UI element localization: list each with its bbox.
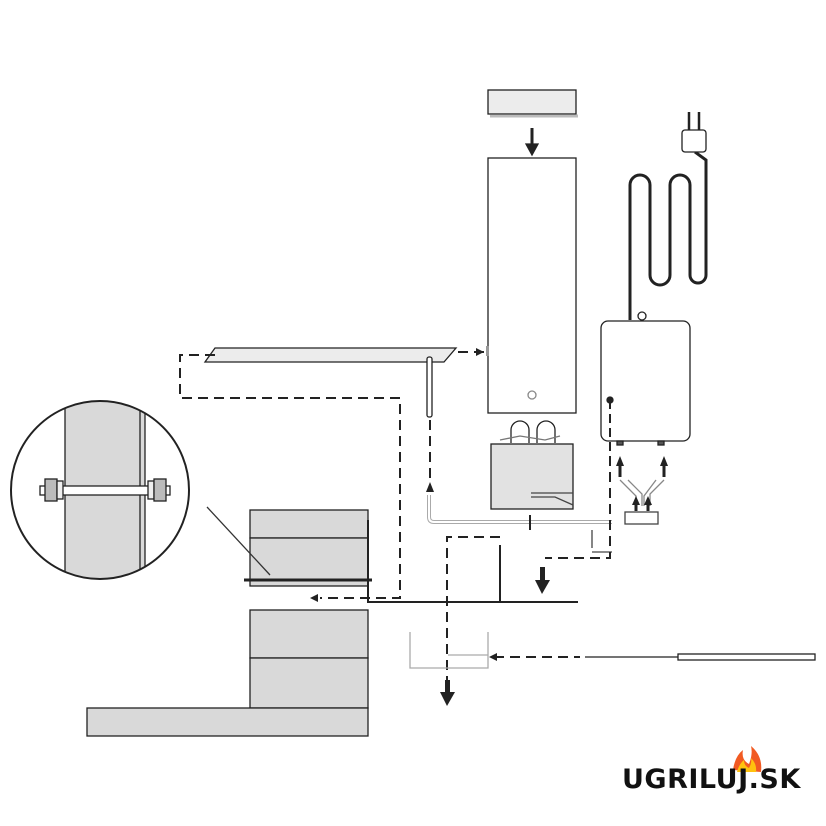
heating-element [499, 420, 561, 443]
flame-icon [733, 746, 762, 772]
magnified-detail [10, 400, 190, 580]
logo: UGRILUJ.SK [622, 764, 801, 795]
sensor-tubes [619, 479, 665, 525]
callout-line [206, 506, 271, 576]
tank-lid [487, 89, 578, 118]
arrow-up-icon [616, 456, 668, 511]
dashed-paths [179, 351, 611, 680]
power-cable [628, 150, 708, 320]
heater-base [490, 443, 574, 510]
arrow-icons [310, 348, 550, 706]
tank [486, 157, 577, 414]
arrow-down-icon [524, 128, 540, 157]
drip-tray [203, 347, 458, 418]
temperature-probe [585, 653, 816, 661]
grill-blocks [86, 509, 578, 737]
ash-drawer [409, 632, 489, 669]
power-plug-icon [681, 112, 707, 153]
controller-box [600, 311, 691, 455]
